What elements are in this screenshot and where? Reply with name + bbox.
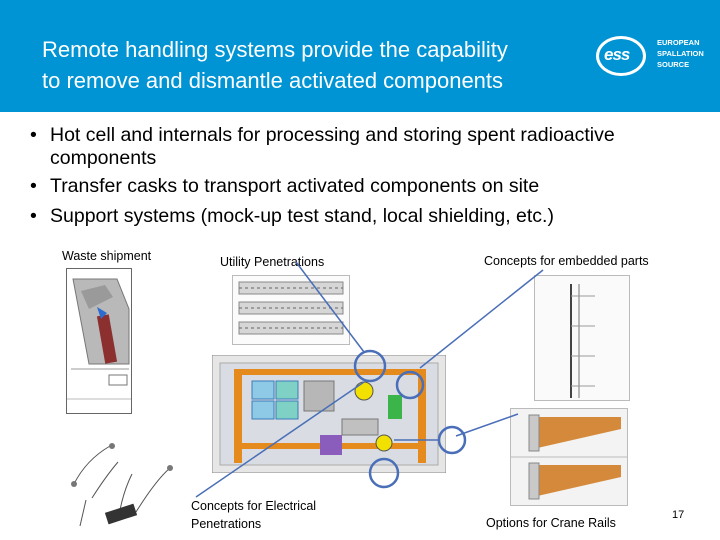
label-electrical-line-2: Penetrations [191, 517, 262, 531]
label-electrical-line-1: Concepts for Electrical [191, 499, 317, 513]
logo-text-line-3: SOURCE [657, 60, 690, 69]
ess-logo: ess EUROPEAN SPALLATION SOURCE [596, 36, 708, 76]
logo-text-line-2: SPALLATION [657, 49, 704, 58]
page-number: 17 [672, 509, 685, 521]
bullet-list: Hot cell and internals for processing an… [22, 124, 702, 234]
utility-penetrations-image [232, 275, 350, 345]
bullet-item: Hot cell and internals for processing an… [22, 124, 702, 169]
logo-ring-icon [596, 36, 646, 76]
label-waste-shipment: Waste shipment [62, 249, 152, 263]
slide-title: Remote handling systems provide the capa… [42, 34, 602, 96]
callout-line [455, 413, 519, 437]
embedded-parts-image [534, 275, 630, 401]
slide-header: Remote handling systems provide the capa… [0, 0, 720, 112]
cable-sketch-image [66, 440, 184, 538]
hot-cell-plan-image [212, 355, 446, 473]
callout-line [419, 269, 544, 369]
label-utility-penetrations: Utility Penetrations [220, 255, 325, 269]
bullet-item: Support systems (mock-up test stand, loc… [22, 205, 702, 228]
logo-mark: ess [604, 45, 630, 64]
waste-shipment-image [66, 268, 132, 414]
label-crane-rails: Options for Crane Rails [486, 516, 616, 530]
title-line-2: to remove and dismantle activated compon… [42, 68, 504, 93]
label-electrical-penetrations: Concepts for Electrical Penetrations [191, 497, 316, 533]
logo-text: EUROPEAN SPALLATION SOURCE [657, 37, 704, 70]
logo-text-line-1: EUROPEAN [657, 38, 700, 47]
label-embedded-parts: Concepts for embedded parts [484, 254, 649, 268]
title-line-1: Remote handling systems provide the capa… [42, 37, 508, 62]
bullet-item: Transfer casks to transport activated co… [22, 175, 702, 198]
crane-rails-image [510, 408, 628, 506]
